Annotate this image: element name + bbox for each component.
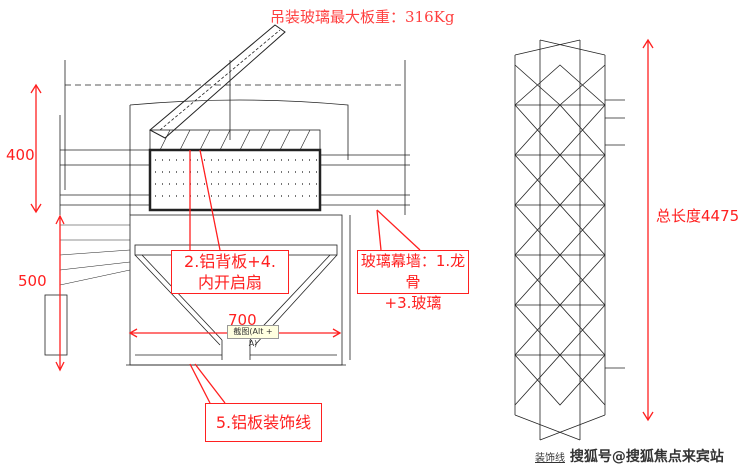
screenshot-tooltip: 截图(Alt + A) [227, 325, 279, 348]
max-panel-weight-title: 吊装玻璃最大板重：316Kg [270, 8, 455, 26]
callout-line-1: 2.铝背板+4. [184, 252, 276, 271]
dimension-height-bottom: 500 [18, 272, 47, 290]
dimension-total-length: 总长度4475 [656, 207, 740, 225]
annotation-lines [30, 38, 654, 422]
watermark-text: 搜狐号@搜狐焦点来宾站 [569, 449, 724, 465]
tower-elevation [514, 39, 625, 441]
watermark-prefix: 装饰线 [535, 453, 565, 464]
callout-line-2: 内开启扇 [197, 273, 262, 292]
callout-aluminum-back-panel: 2.铝背板+4. 内开启扇 [171, 250, 289, 294]
watermark: 装饰线 搜狐号@搜狐焦点来宾站 [535, 446, 724, 466]
callout-glass-curtain-wall: 玻璃幕墙：1.龙骨 +3.玻璃 [357, 250, 469, 312]
section-view [44, 24, 410, 366]
callout-line-1: 玻璃幕墙：1.龙骨 [360, 252, 466, 291]
callout-line-2: +3.玻璃 [384, 294, 442, 312]
dimension-height-top: 400 [6, 146, 35, 164]
callout-aluminum-trim: 5.铝板装饰线 [205, 403, 322, 442]
dimension-width: 700 [228, 311, 257, 329]
